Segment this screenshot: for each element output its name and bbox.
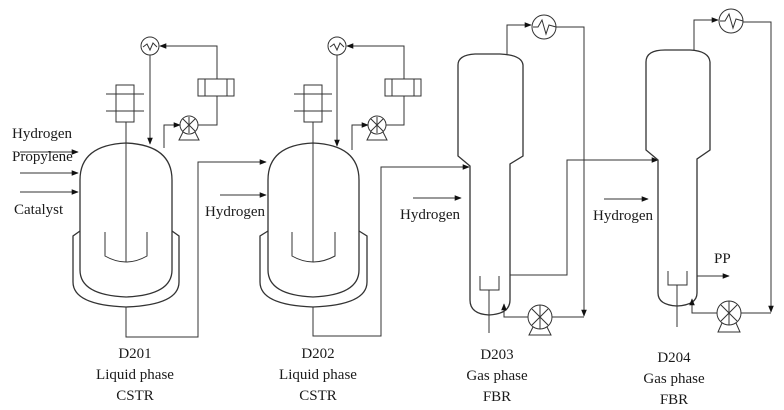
d203-vessel [457,53,524,316]
d201-motor [115,84,135,123]
reactor-phase: Gas phase [466,368,528,384]
reactor-label-d204: D204 Gas phase FBR [643,350,705,408]
reactor-label-d203: D203 Gas phase FBR [466,347,528,405]
reactor-type: CSTR [116,388,154,404]
reactor-phase: Liquid phase [279,367,357,383]
reactor-phase: Gas phase [643,371,705,387]
d201-to-d202-line [125,159,267,338]
d202-to-d203-line [312,164,470,337]
feed-label-propylene: Propylene [12,149,73,165]
d202-vessel [267,142,360,298]
d202-filter [384,78,422,97]
reactor-type: FBR [483,389,511,405]
feed-label-hydrogen: Hydrogen [12,126,72,142]
feed-label-hydrogen-d202: Hydrogen [205,204,265,220]
reactor-label-d202: D202 Liquid phase CSTR [279,346,357,404]
reactor-d204 [604,8,774,333]
reactor-d202 [220,36,470,337]
d201-filter [197,78,235,97]
reactor-type: FBR [660,392,688,408]
product-label: PP [714,251,731,267]
reactor-d201 [20,36,267,338]
reactor-id: D202 [301,346,334,362]
feed-label-hydrogen-d203: Hydrogen [400,207,460,223]
feed-label-catalyst: Catalyst [14,202,64,218]
reactor-type: CSTR [299,388,337,404]
reactor-id: D204 [657,350,691,366]
d203-to-d204-line [510,157,659,276]
reactor-label-d201: D201 Liquid phase CSTR [96,346,174,404]
feed-label-hydrogen-d204: Hydrogen [593,208,653,224]
reactor-id: D201 [118,346,151,362]
d204-vessel [645,49,711,307]
reactor-phase: Liquid phase [96,367,174,383]
reactor-d203 [413,14,659,336]
d202-motor [303,84,323,123]
d201-vessel [79,142,173,298]
d201-agitator-blade [104,232,148,263]
reactor-id: D203 [480,347,513,363]
